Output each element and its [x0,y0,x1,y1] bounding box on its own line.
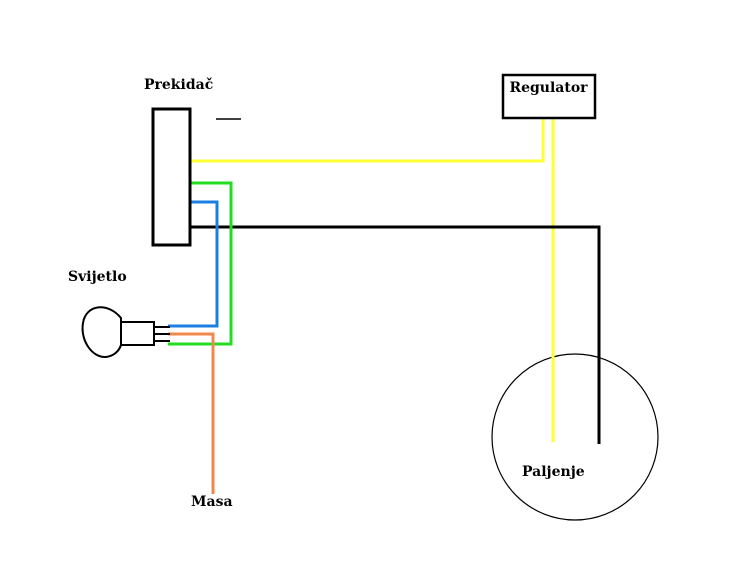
light-bulb-icon [81,306,122,359]
switch-box [151,107,192,247]
ignition-label: Paljenje [522,464,585,480]
regulator-box [501,73,597,120]
ignition-circle [491,353,659,521]
orange-wire-light-ground [168,332,215,494]
ground-label: Masa [191,494,233,510]
light-label: Svijetlo [68,269,127,285]
yellow-wire-switch-regulator [191,111,545,163]
regulator-label: Regulator [509,80,588,96]
light-socket [120,321,155,346]
blue-wire-switch-light [168,200,219,328]
green-wire-switch-light [168,181,233,346]
switch-label: Prekidač [144,77,214,93]
black-wire-switch-ignition [191,225,601,444]
